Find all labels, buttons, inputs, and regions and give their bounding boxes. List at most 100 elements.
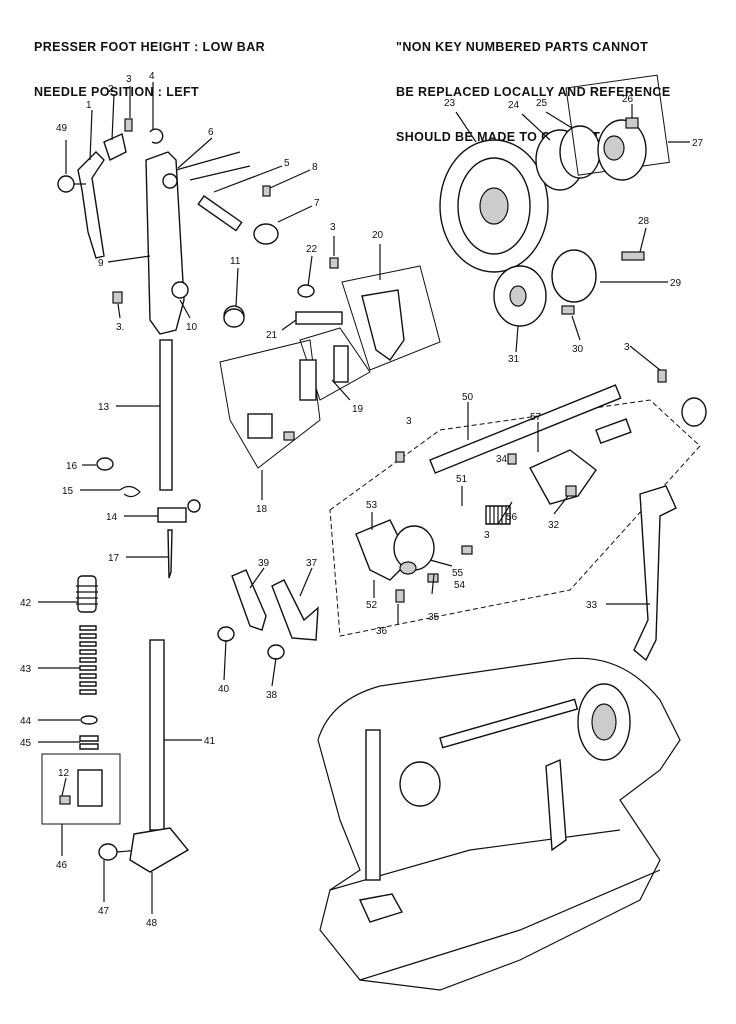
screw-part-28 <box>621 251 645 261</box>
callout-35: 35 <box>428 612 440 623</box>
callout-34: 34 <box>496 454 508 465</box>
callout-16: 16 <box>66 461 78 472</box>
callout-3b: 3. <box>116 322 124 333</box>
callout-14: 14 <box>106 512 118 523</box>
shaft-part-51 <box>429 384 622 474</box>
callout-22: 22 <box>306 244 318 255</box>
ring-part-22 <box>297 284 315 298</box>
callout-13: 13 <box>98 402 110 413</box>
rod-part-33 <box>633 485 677 662</box>
note-line-1: "NON KEY NUMBERED PARTS CANNOT <box>396 40 649 54</box>
callout-27: 27 <box>692 138 704 149</box>
spring-part-43 <box>79 625 97 695</box>
screw-part-16 <box>96 457 114 471</box>
callout-44: 44 <box>20 716 32 727</box>
needle-bar-assembly <box>96 339 201 579</box>
crank-part-20 <box>361 289 405 361</box>
screw-part-32 <box>565 485 577 497</box>
callout-20: 20 <box>372 230 384 241</box>
callout-30: 30 <box>572 344 584 355</box>
crank-parts <box>219 257 441 469</box>
callout-32: 32 <box>548 520 560 531</box>
clip-part-4 <box>149 128 164 144</box>
box-part-46 <box>41 753 121 825</box>
callout-28: 28 <box>638 216 650 227</box>
wire-part-6 <box>175 151 241 171</box>
presser-bar-part-41 <box>149 639 165 831</box>
screw-part-36 <box>395 589 405 603</box>
callout-36: 36 <box>376 626 388 637</box>
screw-part-3d <box>657 369 667 383</box>
box-part-50 <box>329 399 701 637</box>
callout-37: 37 <box>306 558 318 569</box>
screw-part-3e <box>395 451 405 463</box>
screw-part-3f <box>461 545 473 555</box>
regulator-part-42 <box>77 575 97 613</box>
callout-53: 53 <box>366 500 378 511</box>
callout-19: 19 <box>352 404 364 415</box>
presser-foot-part-48 <box>129 827 190 873</box>
screw-part-26 <box>625 117 639 129</box>
machine-body <box>317 657 681 991</box>
leader-lines <box>38 82 690 914</box>
screw-part-3b <box>112 291 123 304</box>
guide-block-part-46 <box>77 769 103 807</box>
callout-8: 8 <box>312 162 318 173</box>
bracket-part-2 <box>103 133 127 161</box>
lifter-lever-part-1 <box>77 151 105 259</box>
spring-part-45 <box>79 735 99 750</box>
callout-11: 11 <box>230 256 241 267</box>
screw-part-3 <box>124 118 133 132</box>
callout-21: 21 <box>266 330 278 341</box>
presser-foot-height-text: PRESSER FOOT HEIGHT : LOW BAR <box>34 40 266 54</box>
machine-presser-foot <box>358 893 404 923</box>
callout-15: 15 <box>62 486 74 497</box>
part-callouts: 1 2 3 4 49 6 5 8 7 9 11 3. 10 13 16 15 1… <box>20 71 704 929</box>
callout-49: 49 <box>56 123 68 134</box>
machine-shaft <box>439 698 579 749</box>
callout-4: 4 <box>149 71 155 82</box>
lever-parts <box>217 569 319 660</box>
callout-51: 51 <box>456 474 468 485</box>
machine-cam <box>399 761 441 807</box>
note-line-2: BE REPLACED LOCALLY AND REFERENCE <box>396 85 671 99</box>
bushing-right <box>681 397 707 427</box>
callout-42: 42 <box>20 598 32 609</box>
callout-23: 23 <box>444 98 456 109</box>
bushing-part-6 <box>162 173 178 189</box>
callout-38: 38 <box>266 690 278 701</box>
screw-head-part-11 <box>223 308 245 328</box>
screw-part-38 <box>267 644 285 660</box>
callout-6: 6 <box>208 127 214 138</box>
screw-part-30 <box>561 305 575 315</box>
callout-26: 26 <box>622 94 634 105</box>
presser-lifter-assembly <box>57 118 279 335</box>
callout-2: 2 <box>108 84 114 95</box>
needle-clamp-part-14 <box>157 507 187 523</box>
callout-18: 18 <box>256 504 268 515</box>
screw-part-34 <box>507 453 517 465</box>
screw-part-49 <box>57 175 75 193</box>
callout-9: 9 <box>98 258 104 269</box>
lever-part-39 <box>231 569 267 631</box>
sewing-machine-outline <box>317 657 681 991</box>
pin-part-21 <box>295 311 343 325</box>
callout-48: 48 <box>146 918 158 929</box>
clutch-part-25 <box>559 125 601 179</box>
crank-part-57 <box>529 449 597 505</box>
callout-5: 5 <box>284 158 290 169</box>
callout-41: 41 <box>204 736 216 747</box>
callout-3a: 3 <box>126 74 132 85</box>
callout-17: 17 <box>108 553 120 564</box>
header-left: PRESSER FOOT HEIGHT : LOW BAR NEEDLE POS… <box>34 10 265 115</box>
collar-part-7 <box>253 223 279 245</box>
callout-12: 12 <box>58 768 70 779</box>
thread-guide-part-15 <box>119 485 141 498</box>
callout-43: 43 <box>20 664 32 675</box>
needle-part-17 <box>167 529 173 579</box>
thumb-screw-part-47 <box>98 843 118 861</box>
screw-part-40 <box>217 626 235 642</box>
callout-24: 24 <box>508 100 520 111</box>
callout-52: 52 <box>366 600 378 611</box>
